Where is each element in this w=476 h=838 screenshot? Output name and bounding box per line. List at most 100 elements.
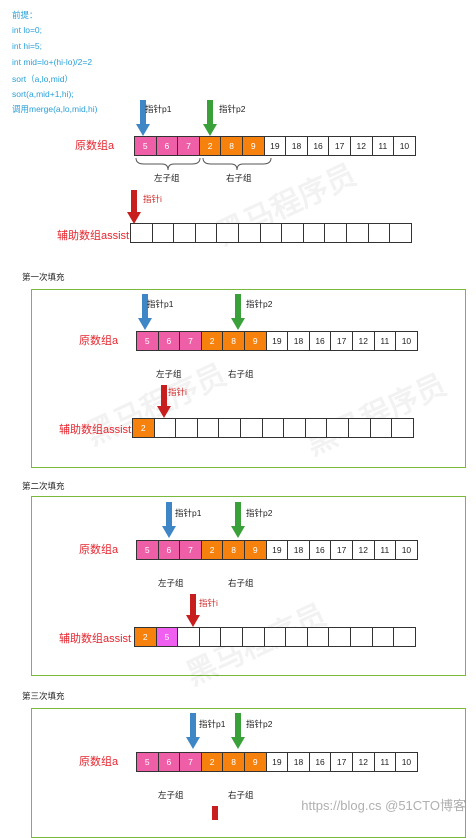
pointer-i-label: 指针i [168, 387, 187, 397]
assist-cell [349, 627, 373, 647]
assist-cell [241, 627, 265, 647]
pointer-i-label: 指针i [199, 598, 218, 608]
footer-watermark: https://blog.cs @51CTO博客 [301, 795, 466, 814]
assist-cell [130, 223, 153, 243]
pointer-i-arrow-icon [186, 594, 200, 627]
pointer-p2-label: 指针p2 [219, 104, 246, 114]
array-cell: 8 [222, 540, 245, 560]
array-cell: 6 [157, 752, 181, 772]
code-line: sort（a,lo,mid） [12, 74, 73, 84]
array-cell: 7 [179, 331, 202, 351]
array-cell: 8 [222, 752, 245, 772]
array-cell: 10 [395, 331, 418, 351]
assist-cell [220, 627, 243, 647]
footer-url: https://blog.cs [301, 798, 382, 813]
array-cell: 11 [373, 540, 397, 560]
array-cell: 17 [328, 136, 351, 156]
assist-cell [369, 418, 393, 438]
array-cell: 10 [393, 136, 416, 156]
step-1-panel [31, 289, 466, 468]
assist-cell [263, 627, 287, 647]
code-line: int lo=0; [12, 25, 43, 35]
pointer-p1-arrow-icon [136, 100, 150, 136]
array-cell: 18 [287, 540, 310, 560]
pointer-p2-arrow-icon [231, 502, 245, 538]
pointer-p1-arrow-icon [162, 502, 176, 538]
left-group-label: 左子组 [158, 578, 184, 588]
assist-cell [194, 223, 218, 243]
array-cell: 19 [265, 540, 289, 560]
assist-cell [259, 223, 283, 243]
array-cell: 9 [243, 331, 267, 351]
pointer-p1-label: 指针p1 [145, 104, 172, 114]
assist-cell [153, 418, 177, 438]
array-cell: 18 [287, 331, 310, 351]
assist-cell [328, 627, 351, 647]
array-cell: 8 [220, 136, 243, 156]
assist-cell: 2 [134, 627, 157, 647]
array-cell: 19 [265, 752, 289, 772]
array-cell: 17 [330, 331, 353, 351]
array-cell: 16 [306, 136, 330, 156]
array-cell: 12 [351, 540, 375, 560]
assist-array: 2 [132, 418, 414, 438]
code-line: int hi=5; [12, 41, 43, 51]
right-group-label: 右子组 [228, 578, 254, 588]
assist-cell [347, 418, 371, 438]
code-line: int mid=lo+(hi-lo)/2=2 [12, 57, 93, 67]
original-array-label: 原数组a [79, 756, 119, 768]
assist-array-label: 辅助数组assist [57, 230, 130, 242]
pointer-i-arrow-icon [127, 190, 141, 224]
array-cell: 19 [265, 331, 289, 351]
step-3-title: 第三次填充 [22, 691, 65, 701]
assist-cell [324, 223, 347, 243]
pointer-p2-arrow-icon [231, 294, 245, 330]
left-group-label: 左子组 [158, 790, 184, 800]
original-array: 5 6 7 2 8 9 19 18 16 17 12 11 10 [136, 752, 418, 772]
array-cell: 6 [157, 331, 181, 351]
array-cell: 18 [285, 136, 308, 156]
assist-cell [371, 627, 395, 647]
left-group-label: 左子组 [154, 173, 180, 183]
pointer-i-arrow-icon [157, 385, 171, 418]
assist-cell [216, 223, 239, 243]
pointer-p2-label: 指针p2 [246, 508, 273, 518]
right-group-label: 右子组 [228, 369, 254, 379]
pointer-i-arrow-icon [208, 806, 222, 820]
original-array: 5 6 7 2 8 9 19 18 16 17 12 11 10 [136, 331, 418, 351]
step-2-panel [31, 496, 466, 676]
array-cell: 12 [351, 752, 375, 772]
array-cell: 10 [395, 752, 418, 772]
assist-cell [177, 627, 200, 647]
assist-cell [198, 627, 222, 647]
code-line: sort(a,mid+1,hi); [12, 89, 74, 99]
code-line: 调用merge(a,lo,mid,hi) [12, 104, 98, 114]
original-array-label: 原数组a [79, 335, 119, 347]
pointer-p2-arrow-icon [231, 713, 245, 749]
pointer-p1-arrow-icon [186, 713, 200, 749]
assist-cell [285, 627, 308, 647]
assist-cell [367, 223, 391, 243]
pointer-p2-arrow-icon [203, 100, 217, 136]
assist-cell [326, 418, 349, 438]
left-group-label: 左子组 [156, 369, 182, 379]
original-array-label: 原数组a [79, 544, 119, 556]
array-cell: 5 [136, 331, 159, 351]
assist-cell [302, 223, 326, 243]
right-group-label: 右子组 [226, 173, 252, 183]
array-cell: 17 [330, 752, 353, 772]
assist-array-label: 辅助数组assist [59, 633, 132, 645]
assist-cell: 2 [132, 418, 155, 438]
array-cell: 11 [373, 331, 397, 351]
array-cell: 7 [179, 540, 202, 560]
assist-cell: 5 [155, 627, 179, 647]
assist-cell [281, 223, 304, 243]
array-cell: 2 [200, 752, 224, 772]
array-cell: 10 [395, 540, 418, 560]
array-cell: 19 [263, 136, 287, 156]
right-group-brace-icon [201, 157, 273, 176]
assist-cell [175, 418, 198, 438]
assist-cell [304, 418, 328, 438]
original-array: 5 6 7 2 8 9 19 18 16 17 12 11 10 [134, 136, 416, 156]
assist-cell [306, 627, 330, 647]
